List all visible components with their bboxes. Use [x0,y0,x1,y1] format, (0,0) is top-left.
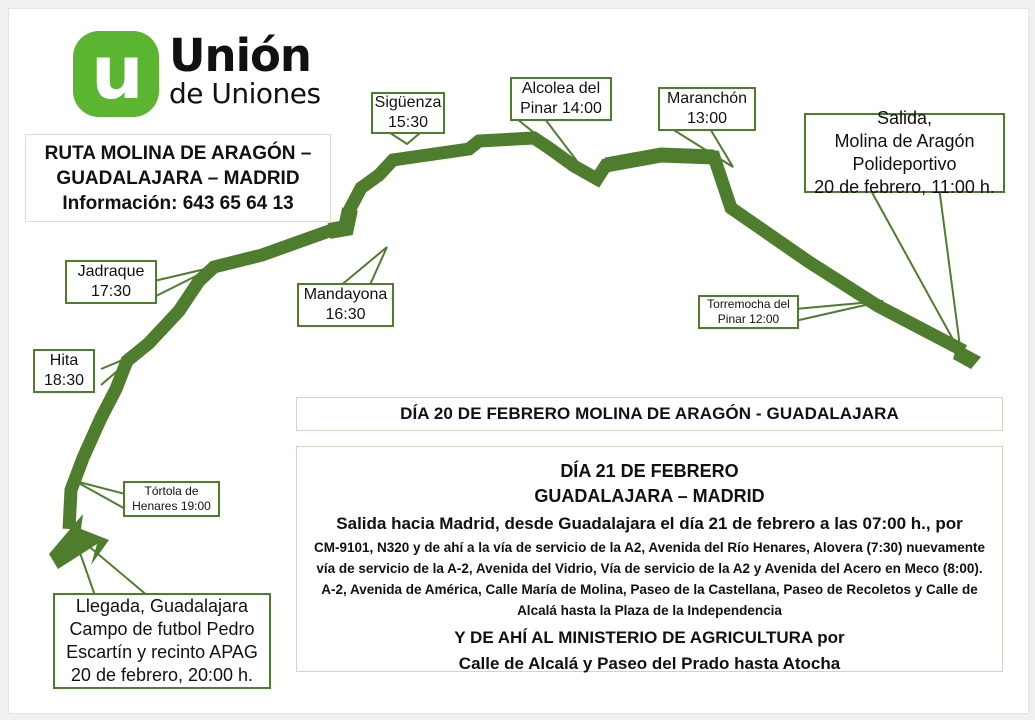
callout-maranchon-line2: 13:00 [686,110,728,127]
callout-llegada-line3: Escartín y recinto APAG [66,642,258,662]
brand-name-line2: de Uniones [169,77,321,110]
callout-torremocha-line2: Pinar 12:00 [717,312,780,326]
logo-u-glyph: u [91,30,144,116]
callout-mandayona-line2: 16:30 [325,306,366,323]
day21-body3: A-2, Avenida de América, Calle María de … [321,582,978,597]
callout-hita: Hita 18:30 [33,349,95,393]
callout-jadraque-line1: Jadraque [77,262,145,280]
day21-heading2: GUADALAJARA – MADRID [534,486,765,506]
callout-torremocha-del-pinar: Torremocha del Pinar 12:00 [698,295,799,329]
day20-info-panel: DÍA 20 DE FEBRERO MOLINA DE ARAGÓN - GUA… [296,397,1003,431]
day21-heading1: DÍA 21 DE FEBRERO [560,461,739,481]
day21-heading4: Calle de Alcalá y Paseo del Prado hasta … [458,654,841,673]
day21-heading3: Y DE AHÍ AL MINISTERIO DE AGRICULTURA po… [454,628,845,647]
callout-siguenza-line1: Sigüenza [374,93,442,111]
brand-logo: u Unión de Uniones [73,27,343,123]
route-title-line2: GUADALAJARA – MADRID [56,167,300,189]
day21-body4: Alcalá hasta la Plaza de la Independenci… [517,603,782,618]
poster-canvas: u Unión de Uniones RUTA MOLINA DE ARAGÓN… [8,8,1029,714]
callout-alcolea-line2: Pinar 14:00 [520,100,602,117]
brand-name-line1: Unión [169,29,312,82]
callout-mandayona-line1: Mandayona [303,285,388,303]
brand-wordmark: Unión de Uniones [169,33,321,109]
day21-body2: vía de servicio de la A-2, Avenida del V… [316,561,983,576]
callout-salida-line2: Molina de Aragón [834,130,975,151]
callout-salida-line4: 20 de febrero, 11:00 h. [814,177,995,198]
callout-siguenza: Sigüenza 15:30 [371,92,445,134]
callout-salida-molina-de-aragon: Salida, Molina de Aragón Polideportivo 2… [804,108,1005,197]
callout-tortola-de-henares: Tórtola de Henares 19:00 [123,481,220,517]
callout-hita-line2: 18:30 [43,372,85,389]
route-title-line1: RUTA MOLINA DE ARAGÓN – [44,142,312,164]
day21-lead: Salida hacia Madrid, desde Guadalajara e… [336,514,963,533]
callout-siguenza-line2: 15:30 [387,114,429,131]
callout-mandayona: Mandayona 16:30 [297,283,394,327]
callout-llegada-line4: 20 de febrero, 20:00 h. [70,665,254,686]
callout-tortola-line1: Tórtola de [144,483,199,498]
callout-llegada-guadalajara: Llegada, Guadalajara Campo de futbol Ped… [53,593,271,689]
callout-alcolea-line1: Alcolea del [521,79,601,97]
callout-hita-line1: Hita [49,351,79,369]
callout-llegada-line1: Llegada, Guadalajara [75,595,249,616]
route-end-arrow [49,514,109,569]
route-map [49,118,981,608]
route-title-info: Información: 643 65 64 13 [62,192,294,214]
day21-body1: CM-9101, N320 y de ahí a la vía de servi… [313,540,986,555]
callout-jadraque: Jadraque 17:30 [65,260,157,304]
callout-jadraque-line2: 17:30 [90,283,132,300]
callout-salida-line1: Salida, [876,107,933,128]
callout-maranchon: Maranchón 13:00 [658,87,756,131]
day21-info-panel: DÍA 21 DE FEBRERO GUADALAJARA – MADRID S… [296,446,1003,673]
union-logo-icon: u [73,31,159,117]
day20-heading: DÍA 20 DE FEBRERO MOLINA DE ARAGÓN - GUA… [400,404,899,423]
route-title-box: RUTA MOLINA DE ARAGÓN – GUADALAJARA – MA… [25,134,331,222]
callout-llegada-line2: Campo de futbol Pedro [69,618,255,639]
callout-salida-line3: Polideportivo [852,154,957,174]
callout-maranchon-line1: Maranchón [666,89,748,107]
callout-alcolea-del-pinar: Alcolea del Pinar 14:00 [510,77,612,121]
callout-leaders [70,118,962,608]
callout-tortola-line2: Henares 19:00 [132,499,211,513]
callout-torremocha-line1: Torremocha del [707,296,790,311]
